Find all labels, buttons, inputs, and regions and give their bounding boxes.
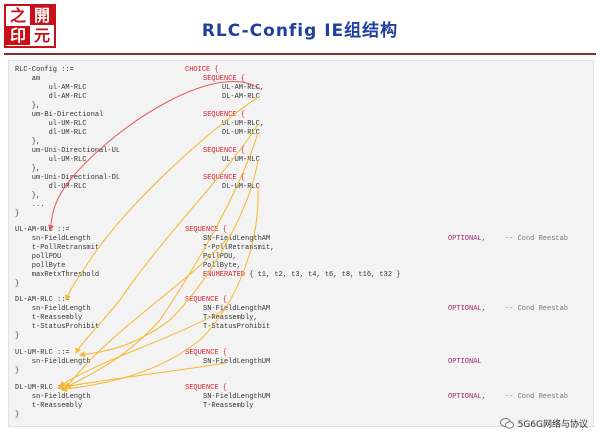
code-line: } bbox=[15, 332, 20, 340]
comment: -- Cond Reestab bbox=[505, 393, 569, 401]
keyword: SEQUENCE { bbox=[185, 226, 228, 234]
type-ref: T-PollRetransmit, bbox=[203, 244, 275, 252]
code-line: pollPDU bbox=[15, 253, 62, 261]
arrow-yellow bbox=[59, 308, 227, 387]
type-ref: PollByte, bbox=[203, 262, 241, 270]
code-line: sn-FieldLength bbox=[15, 393, 91, 401]
type-ref: UL-UM-RLC bbox=[222, 156, 260, 164]
type-ref: UL-UM-RLC, bbox=[222, 120, 265, 128]
optional-keyword: OPTIONAL, bbox=[448, 305, 486, 313]
code-line: pollByte bbox=[15, 262, 66, 270]
watermark: 5G6G网络与协议 bbox=[499, 417, 588, 430]
code-line: } bbox=[15, 367, 20, 375]
enum-values: { t1, t2, t3, t4, t6, t8, t16, t32 } bbox=[245, 271, 401, 279]
code-line: UL-UM-RLC ::= bbox=[15, 349, 70, 357]
code-line: ... bbox=[15, 201, 45, 209]
code-line: t-Reassembly bbox=[15, 402, 83, 410]
keyword: SEQUENCE { bbox=[203, 174, 246, 182]
keyword: SEQUENCE { bbox=[185, 384, 228, 392]
code-line: DL-AM-RLC ::= bbox=[15, 296, 70, 304]
code-line: am bbox=[15, 75, 41, 83]
type-ref: T-Reassembly, bbox=[203, 314, 258, 322]
type-ref: T-StatusProhibit bbox=[203, 323, 271, 331]
type-ref: PollPDU, bbox=[203, 253, 237, 261]
watermark-text: 5G6G网络与协议 bbox=[517, 420, 588, 430]
code-line: t-Reassembly bbox=[15, 314, 83, 322]
type-ref: SN-FieldLengthAM bbox=[203, 305, 271, 313]
logo-char: 印 bbox=[6, 26, 30, 45]
arrow-yellow bbox=[65, 96, 259, 301]
logo-char: 元 bbox=[33, 26, 50, 45]
optional-keyword: OPTIONAL, bbox=[448, 235, 486, 243]
keyword: SEQUENCE { bbox=[203, 147, 246, 155]
code-line: }, bbox=[15, 165, 41, 173]
code-line: }, bbox=[15, 138, 41, 146]
site-logo: 之 開 印 元 bbox=[4, 4, 56, 48]
code-line: dl-UM-RLC bbox=[15, 183, 87, 191]
code-line: dl-UM-RLC bbox=[15, 129, 87, 137]
arrow-yellow bbox=[65, 132, 259, 389]
keyword: SEQUENCE { bbox=[203, 75, 246, 83]
code-line: maxRetxThreshold bbox=[15, 271, 100, 279]
keyword: CHOICE { bbox=[185, 66, 219, 74]
title-divider bbox=[4, 53, 596, 55]
code-line: sn-FieldLength bbox=[15, 358, 91, 366]
code-line: t-PollRetransmit bbox=[15, 244, 100, 252]
code-line: ul-AM-RLC bbox=[15, 84, 87, 92]
logo-char: 之 bbox=[9, 6, 26, 25]
keyword: SEQUENCE { bbox=[203, 111, 246, 119]
code-line: t-StatusProhibit bbox=[15, 323, 100, 331]
type-ref: SN-FieldLengthAM bbox=[203, 235, 271, 243]
type-ref: DL-UM-RLC bbox=[222, 183, 260, 191]
wechat-icon bbox=[499, 418, 514, 429]
code-line: dl-AM-RLC bbox=[15, 93, 87, 101]
code-line: } bbox=[15, 210, 20, 218]
arrow-red bbox=[48, 80, 261, 231]
type-ref: SN-FieldLengthUM bbox=[203, 393, 271, 401]
optional-keyword: OPTIONAL, bbox=[448, 393, 486, 401]
comment: -- Cond Reestab bbox=[505, 305, 569, 313]
code-line: um-Uni-Directional-DL bbox=[15, 174, 121, 182]
code-line: sn-FieldLength bbox=[15, 305, 91, 313]
type-ref: DL-UM-RLC bbox=[222, 129, 260, 137]
arrow-yellow bbox=[57, 362, 227, 391]
arrow-yellow bbox=[79, 159, 259, 358]
code-line: RLC-Config ::= bbox=[15, 66, 74, 74]
arrow-yellow bbox=[75, 123, 259, 354]
code-line: } bbox=[15, 411, 20, 419]
keyword: SEQUENCE { bbox=[185, 296, 228, 304]
type-ref: DL-AM-RLC bbox=[222, 93, 260, 101]
code-line: um-Uni-Directional-UL bbox=[15, 147, 121, 155]
type-ref: T-Reassembly bbox=[203, 402, 254, 410]
type-ref: UL-AM-RLC, bbox=[222, 84, 265, 92]
slide-title: RLC-Config IE组结构 bbox=[201, 21, 399, 41]
keyword: SEQUENCE { bbox=[185, 349, 228, 357]
optional-keyword: OPTIONAL bbox=[448, 358, 482, 366]
arrow-yellow bbox=[61, 186, 259, 393]
comment: -- Cond Reestab bbox=[505, 235, 569, 243]
code-line: ul-UM-RLC bbox=[15, 120, 87, 128]
code-line: }, bbox=[15, 192, 41, 200]
keyword: ENUMERATED bbox=[203, 271, 246, 279]
code-line: um-Bi-Directional bbox=[15, 111, 104, 119]
code-line: } bbox=[15, 280, 20, 288]
code-line: ul-UM-RLC bbox=[15, 156, 87, 164]
arrow-yellow bbox=[65, 239, 227, 389]
code-line: sn-FieldLength bbox=[15, 235, 91, 243]
type-ref: SN-FieldLengthUM bbox=[203, 358, 271, 366]
code-line: }, bbox=[15, 102, 41, 110]
code-line: UL-AM-RLC ::= bbox=[15, 226, 70, 234]
logo-char: 開 bbox=[30, 6, 54, 25]
